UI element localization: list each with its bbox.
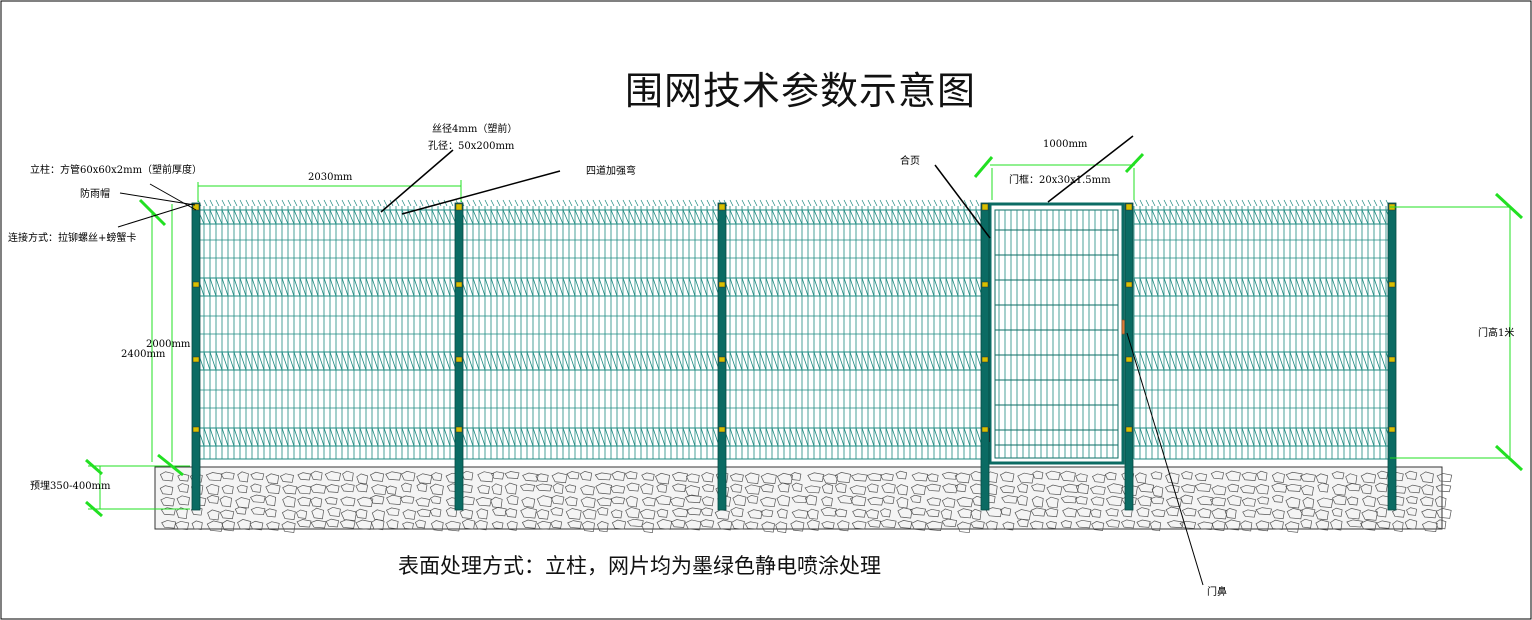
leader-lines (117, 135, 1204, 586)
height-2000-label: 2000mm (146, 339, 191, 350)
post-6 (1387, 202, 1397, 511)
gate-inner-frame (994, 209, 1119, 459)
mesh-panels (197, 199, 1393, 460)
post-4 (980, 202, 990, 511)
gate (986, 202, 1131, 465)
mesh-panel-1 (197, 199, 463, 460)
mesh-panel-3 (723, 199, 983, 460)
surface-treatment-caption: 表面处理方式：立柱，网片均为墨绿色静电喷涂处理 (398, 554, 881, 578)
dimension-lines (85, 152, 1524, 518)
gate-frame (988, 202, 1125, 465)
gate-frame-label: 门框：20x30x1.5mm (1009, 175, 1111, 186)
rain-cap-3 (718, 203, 726, 211)
post-1 (191, 202, 201, 511)
mesh-size-label: 孔径：50x200mm (428, 141, 515, 152)
mesh-panel-2 (460, 199, 726, 460)
post-2 (454, 202, 464, 511)
bends-label: 四道加强弯 (586, 166, 636, 177)
post-label: 立柱：方管60x60x2mm（塑前厚度） (30, 165, 203, 176)
mesh-panel-4 (1133, 199, 1393, 460)
posts (191, 202, 1397, 511)
wire-diameter-label: 丝径4mm（塑前） (432, 124, 518, 135)
connection-label: 连接方式：拉铆螺丝+螃蟹卡 (8, 233, 137, 244)
post-5 (1124, 202, 1134, 511)
hinge-label: 合页 (900, 156, 920, 167)
gate-height-label: 门高1米 (1478, 328, 1515, 339)
gate-latch-label: 门鼻 (1207, 587, 1227, 598)
rain-cap-2 (455, 203, 463, 211)
panel-width-label: 2030mm (308, 172, 353, 183)
rain-cap-4 (981, 203, 989, 211)
height-2400-label: 2400mm (121, 349, 166, 360)
diagram-title: 围网技术参数示意图 (625, 69, 977, 113)
post-3 (717, 202, 727, 511)
gate-width-label: 1000mm (1043, 139, 1088, 150)
rain-cap-5 (1125, 203, 1133, 211)
embed-depth-label: 预埋350-400mm (30, 481, 111, 492)
rain-cap-label: 防雨帽 (80, 189, 110, 200)
foundation (154, 466, 1453, 534)
